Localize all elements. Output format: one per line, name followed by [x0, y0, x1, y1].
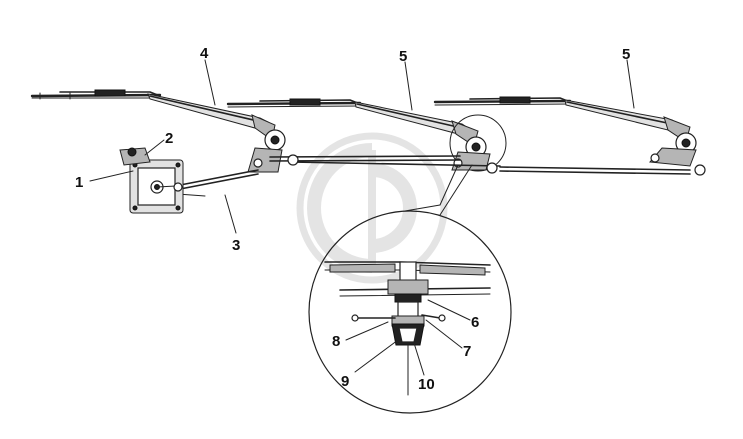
callout-3: 3 — [232, 237, 240, 254]
wiper-arm-5b — [564, 99, 691, 143]
callout-7: 7 — [463, 343, 471, 360]
wiper-blade-1 — [30, 89, 162, 100]
pivot-3 — [648, 132, 697, 167]
wiper-blade-3 — [433, 96, 572, 106]
detail-view — [308, 204, 512, 414]
callout-4: 4 — [200, 45, 209, 62]
callout-6: 6 — [471, 314, 479, 331]
wiper-motor — [119, 147, 184, 214]
linkage-rods — [149, 154, 706, 216]
callout-5a: 5 — [399, 48, 407, 65]
callout-1: 1 — [75, 174, 83, 191]
callout-8: 8 — [332, 333, 340, 350]
callout-2: 2 — [165, 130, 173, 147]
callout-10: 10 — [418, 376, 435, 393]
callout-9: 9 — [341, 373, 349, 390]
pivot-1 — [247, 129, 286, 173]
wiper-blade-2 — [226, 98, 362, 108]
pivot-2 — [449, 114, 507, 172]
leader-lines — [89, 59, 635, 376]
callout-5b: 5 — [622, 46, 630, 63]
